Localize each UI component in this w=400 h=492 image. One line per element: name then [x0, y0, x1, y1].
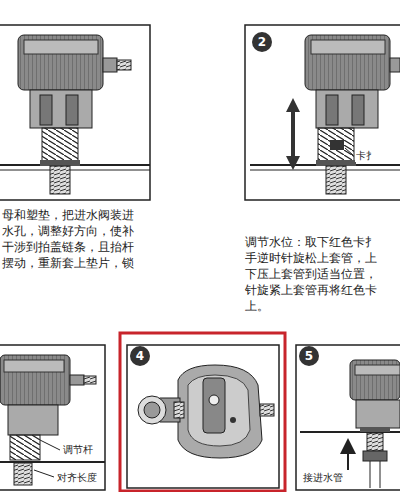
- instruction-text: 针旋紧上套管再将红色卡: [245, 283, 377, 297]
- step-number: 4: [130, 346, 150, 366]
- callout-number: 2: [258, 35, 266, 49]
- part-label: 调节杆: [62, 444, 94, 456]
- instruction-text: 摆动，重新套上垫片，锁: [2, 256, 134, 270]
- panel-1: [0, 25, 150, 200]
- callout-number: 5: [305, 349, 313, 363]
- part-label: 对齐长度: [56, 472, 98, 484]
- panel-4: [120, 333, 285, 491]
- instruction-text: 干涉到拍盖链条，且抬杆: [2, 240, 134, 254]
- instruction-text: 下压上套管到适当位置，: [245, 267, 377, 281]
- step-number: 2: [252, 32, 272, 52]
- panel-3: [0, 345, 105, 490]
- instruction-text: 调节水位：取下红色卡扌: [245, 235, 377, 249]
- step-number: 5: [299, 346, 319, 366]
- instruction-text: 母和塑垫，把进水阀装进: [2, 208, 134, 222]
- instruction-text: 手逆时针旋松上套管，上: [245, 251, 377, 265]
- panel-2: [245, 25, 400, 200]
- panel-5: [296, 345, 400, 490]
- instruction-text: 上。: [245, 299, 269, 313]
- callout-number: 4: [136, 349, 144, 363]
- part-label: 接进水管: [302, 472, 344, 484]
- part-label: 卡扌: [355, 150, 377, 162]
- instruction-text: 水孔，调整好方向，使补: [2, 224, 134, 238]
